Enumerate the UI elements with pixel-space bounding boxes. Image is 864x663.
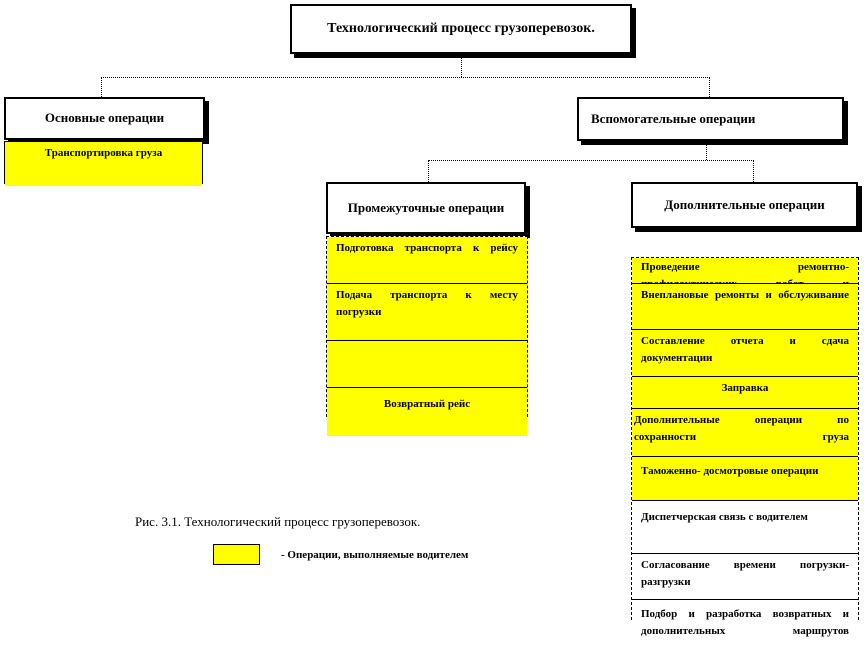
connector-to-intermediate <box>428 160 429 182</box>
list-item: Подбор и разработка возвратных и дополни… <box>632 600 858 663</box>
list-item: Возвратный рейс <box>327 388 527 436</box>
aux-operations-title: Вспомогательные операции <box>591 110 756 126</box>
list-item: Составление отчета и сдача документации <box>632 330 858 377</box>
list-item: Диспетчерская связь с водителем <box>632 501 858 554</box>
aux-operations-header: Вспомогательные операции <box>577 97 844 141</box>
connector-top-bar <box>101 77 710 78</box>
additional-operations-title: Дополнительные операции <box>664 196 825 212</box>
list-item <box>327 341 527 388</box>
connector-aux-bar <box>428 160 754 161</box>
list-item: Проведение ремонтно-профилактических раб… <box>632 258 858 284</box>
legend-swatch <box>213 544 260 565</box>
main-operations-header: Основные операции <box>4 97 205 140</box>
root-process-box: Технологический процесс грузоперевозок. <box>290 4 632 54</box>
connector-aux-down <box>706 143 707 160</box>
list-item: Подача транспорта к месту погрузки <box>327 284 527 341</box>
list-item: Транспортировка груза <box>5 142 202 186</box>
list-item: Согласование времени погрузки-разгрузки <box>632 554 858 600</box>
list-item: Внеплановые ремонты и обслуживание <box>632 284 858 330</box>
list-item: Подготовка транспорта к рейсу <box>327 237 527 284</box>
connector-root-down <box>461 57 462 77</box>
intermediate-operations-list: Подготовка транспорта к рейсу Подача тра… <box>326 236 528 436</box>
list-item: Таможенно- досмотровые операции <box>632 457 858 501</box>
additional-operations-header: Дополнительные операции <box>631 182 858 228</box>
main-operations-title: Основные операции <box>44 110 165 126</box>
main-operations-list: Транспортировка груза <box>4 141 203 186</box>
intermediate-operations-header: Промежуточные операции <box>326 182 526 234</box>
figure-caption: Рис. 3.1. Технологический процесс грузоп… <box>135 514 421 529</box>
connector-to-main <box>101 77 102 97</box>
list-item: Заправка <box>632 377 858 409</box>
additional-operations-list: Проведение ремонтно-профилактических раб… <box>631 257 859 663</box>
connector-to-aux <box>709 77 710 97</box>
legend-label: - Операции, выполняемые водителем <box>281 549 469 561</box>
root-process-title: Технологический процесс грузоперевозок. <box>327 20 595 36</box>
list-item: Дополнительные операции по сохранности г… <box>632 409 858 457</box>
connector-to-additional <box>753 160 754 182</box>
intermediate-operations-title: Промежуточные операции <box>347 199 505 215</box>
